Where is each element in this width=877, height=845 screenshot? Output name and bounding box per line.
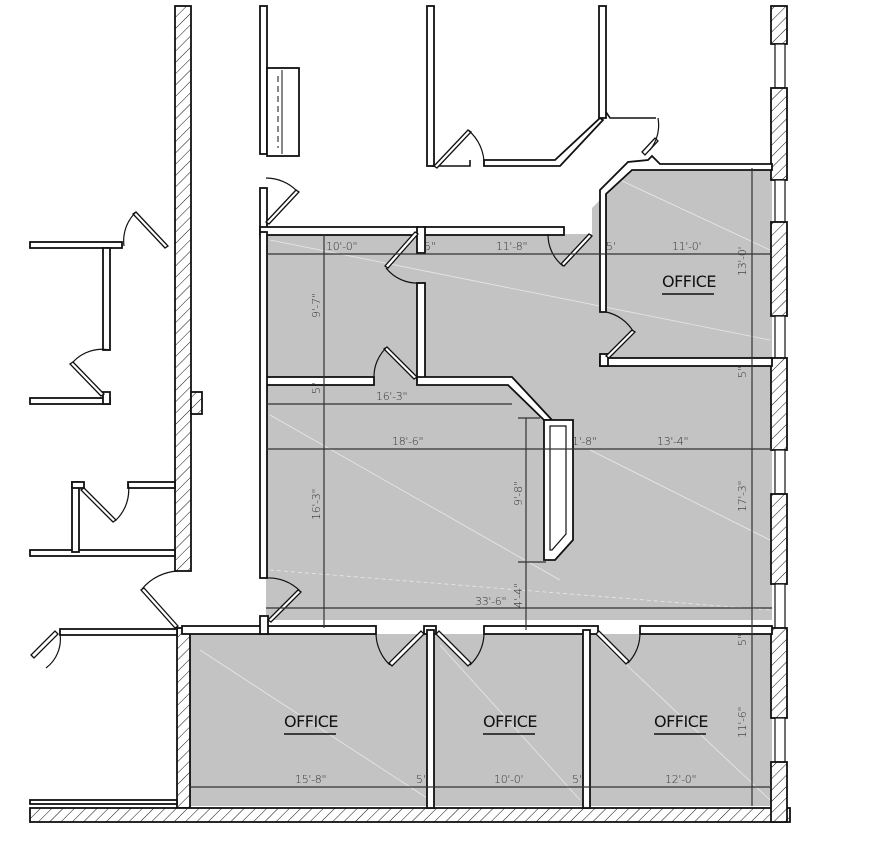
dimension-lines xyxy=(190,168,772,806)
dim-wall-se: 5" xyxy=(736,635,749,646)
dim-wall-s2: 5" xyxy=(572,773,583,786)
exterior-wall-sw xyxy=(176,627,191,809)
dim-wall-east: 5" xyxy=(736,367,749,378)
dim-room-nw-height: 9'-7" xyxy=(310,293,323,318)
dim-open-upper-width: 16'-3" xyxy=(376,390,407,403)
dim-open-height-left: 16'-3" xyxy=(310,489,323,520)
doors xyxy=(30,117,660,669)
dim-top-wall-2: 5' xyxy=(606,240,615,253)
dim-top-wall-1: 5" xyxy=(424,240,435,253)
room-label-office-ne: OFFICE xyxy=(662,272,716,291)
dim-office-se-width: 12'-0" xyxy=(665,773,696,786)
wall-pilaster xyxy=(190,391,203,415)
room-labels: OFFICE OFFICE OFFICE OFFICE xyxy=(284,272,717,735)
dim-open-full-width: 18'-6" xyxy=(392,435,423,448)
room-label-office-sw: OFFICE xyxy=(284,712,338,731)
dim-office-s-mid-width: 10'-0' xyxy=(494,773,523,786)
dim-office-ne-width: 11'-0' xyxy=(672,240,701,253)
dim-wall-s1: 5" xyxy=(416,773,427,786)
room-label-office-s-mid: OFFICE xyxy=(483,712,537,731)
dim-partition-width: 1'-8" xyxy=(572,435,597,448)
dim-right-height: 17'-3" xyxy=(736,481,749,512)
exterior-wall-south xyxy=(29,807,791,823)
dim-top-left-width: 10'-0" xyxy=(326,240,357,253)
plot-artifact-lines xyxy=(199,179,771,801)
exterior-wall-east xyxy=(770,5,788,823)
exterior-wall-west-core xyxy=(174,5,192,572)
dim-wall-nw: 5" xyxy=(310,383,323,394)
dim-office-se-height: 11'-6" xyxy=(736,707,749,738)
dim-partition-gap: 4'-4" xyxy=(512,583,525,608)
dim-partition-height: 9'-8" xyxy=(512,481,525,506)
interior-walls xyxy=(29,5,773,809)
leased-space-fill xyxy=(190,168,772,806)
dim-office-sw-width: 15'-8" xyxy=(295,773,326,786)
dim-open-right-width: 13'-4" xyxy=(657,435,688,448)
dimension-labels: 10'-0" 5" 11'-8" 5' 11'-0' 13'-0' 9'-7" … xyxy=(295,240,749,786)
room-label-office-se: OFFICE xyxy=(654,712,708,731)
dim-top-mid-width: 11'-8" xyxy=(496,240,527,253)
dim-total-width: 33'-6" xyxy=(475,595,506,608)
dim-office-ne-height: 13'-0' xyxy=(736,247,749,276)
